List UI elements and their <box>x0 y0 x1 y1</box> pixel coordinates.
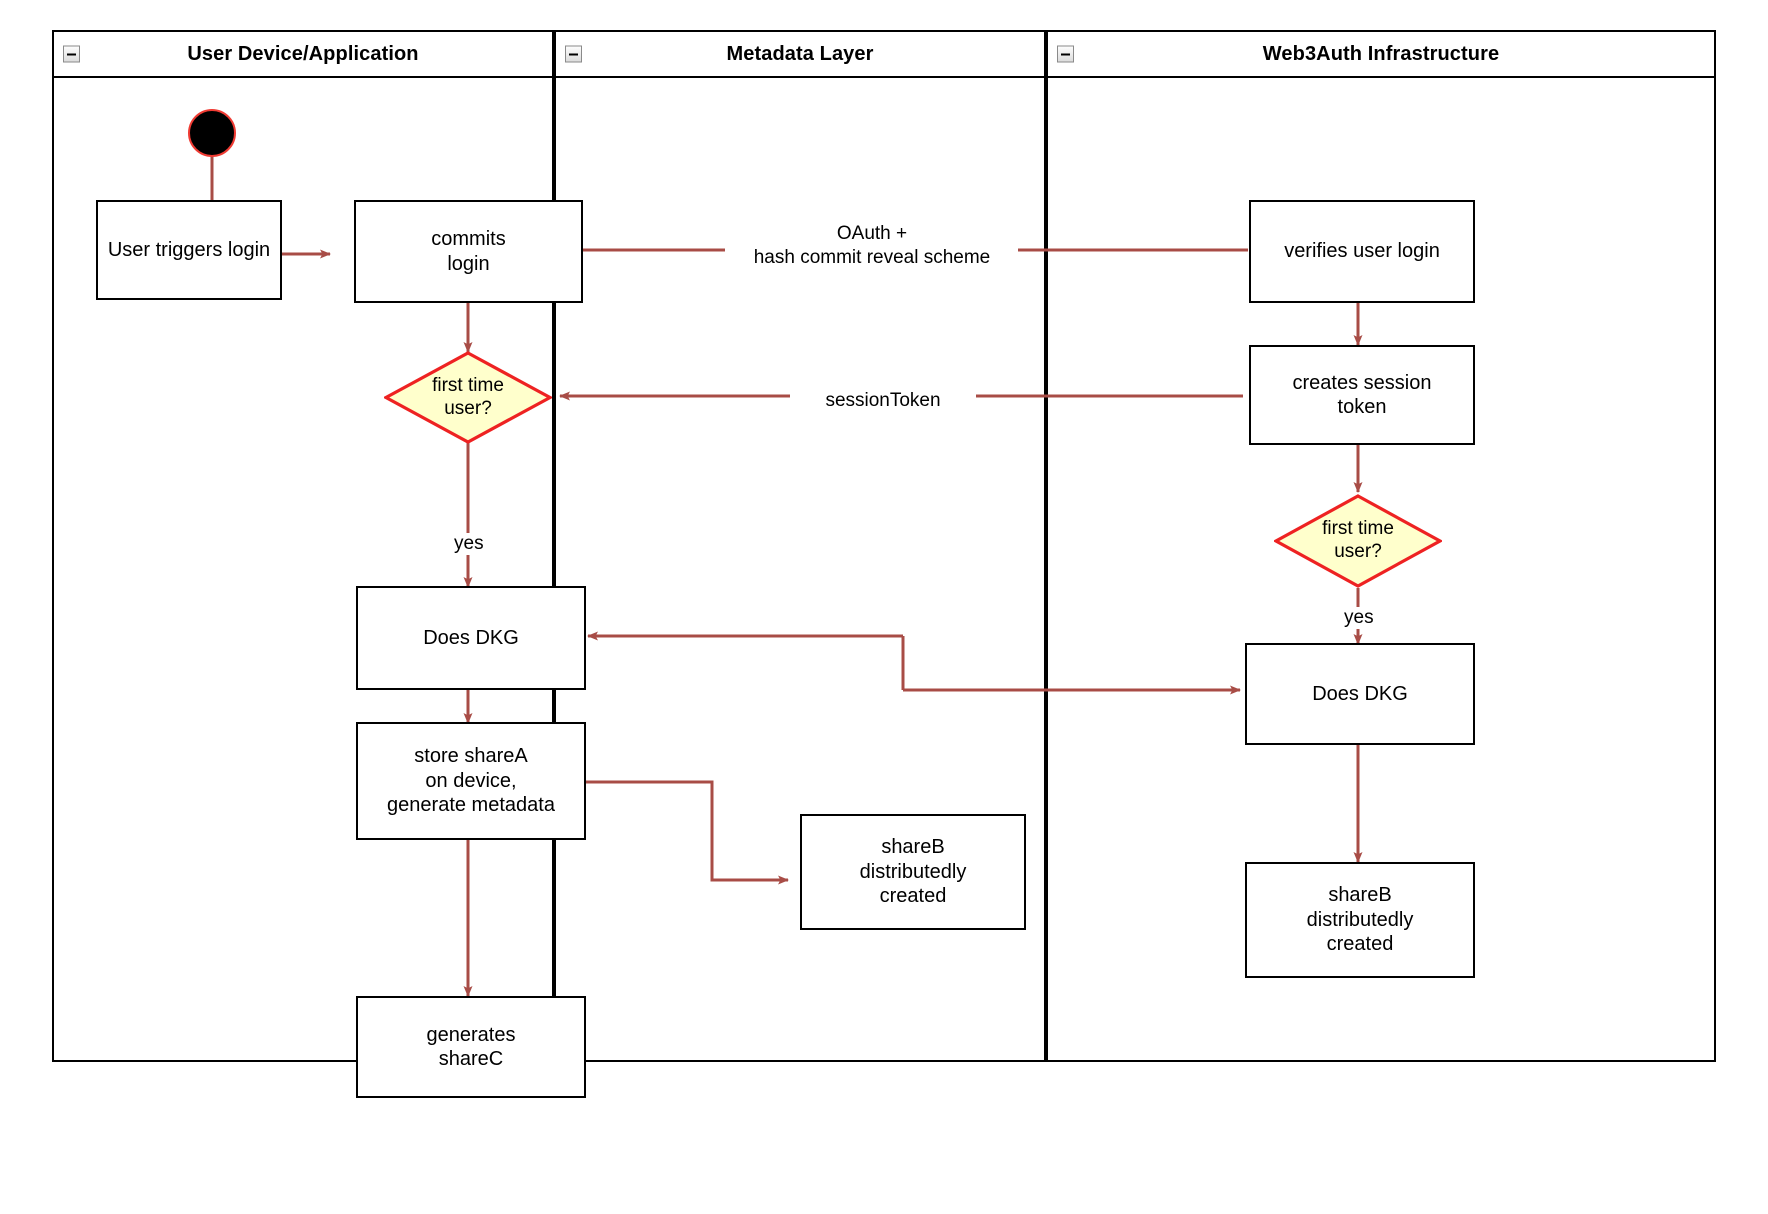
lane-title-web3auth: Web3Auth Infrastructure <box>1262 42 1500 65</box>
collapse-minus-icon[interactable] <box>565 45 582 63</box>
node-commits-login[interactable]: commits login <box>354 200 583 303</box>
edge-label-oauth-line1: OAuth + <box>836 223 908 244</box>
node-decision-first-time-user-right[interactable]: first time user? <box>1274 494 1442 588</box>
node-decision-right-label: first time user? <box>1322 518 1394 562</box>
node-shareb-distributedly-created-right[interactable]: shareB distributedly created <box>1245 862 1475 978</box>
edge-label-yes-right: yes <box>1340 607 1378 629</box>
collapse-minus-icon[interactable] <box>1057 45 1074 63</box>
edge-label-oauth-line2: hash commit reveal scheme <box>753 246 991 268</box>
edge-label-session-token-text: sessionToken <box>825 390 941 411</box>
node-does-dkg-right[interactable]: Does DKG <box>1245 643 1475 745</box>
node-user-triggers-login[interactable]: User triggers login <box>96 200 282 300</box>
node-creates-session-token[interactable]: creates session token <box>1249 345 1475 445</box>
edge-label-yes-left: yes <box>450 533 488 555</box>
node-verifies-user-login[interactable]: verifies user login <box>1249 200 1475 303</box>
node-generates-sharec[interactable]: generates shareC <box>356 996 586 1098</box>
start-node <box>188 109 236 157</box>
lane-title-metadata-layer: Metadata Layer <box>726 42 874 65</box>
lane-title-user-device: User Device/Application <box>187 42 419 65</box>
lane-header-user-device[interactable]: User Device/Application <box>52 30 554 78</box>
node-does-dkg-left[interactable]: Does DKG <box>356 586 586 690</box>
lane-header-metadata-layer[interactable]: Metadata Layer <box>554 30 1046 78</box>
edge-label-session-token: sessionToken <box>790 389 976 413</box>
node-store-sharea[interactable]: store shareA on device, generate metadat… <box>356 722 586 840</box>
collapse-minus-icon[interactable] <box>63 45 80 63</box>
node-decision-first-time-user-left[interactable]: first time user? <box>384 351 552 444</box>
edge-label-oauth: OAuth + hash commit reveal scheme <box>726 222 1018 270</box>
node-shareb-distributedly-created-middle[interactable]: shareB distributedly created <box>800 814 1026 930</box>
edge-store-sharea-to-shareb-middle <box>583 780 789 885</box>
node-decision-left-label: first time user? <box>432 374 504 419</box>
lane-header-web3auth[interactable]: Web3Auth Infrastructure <box>1046 30 1716 78</box>
